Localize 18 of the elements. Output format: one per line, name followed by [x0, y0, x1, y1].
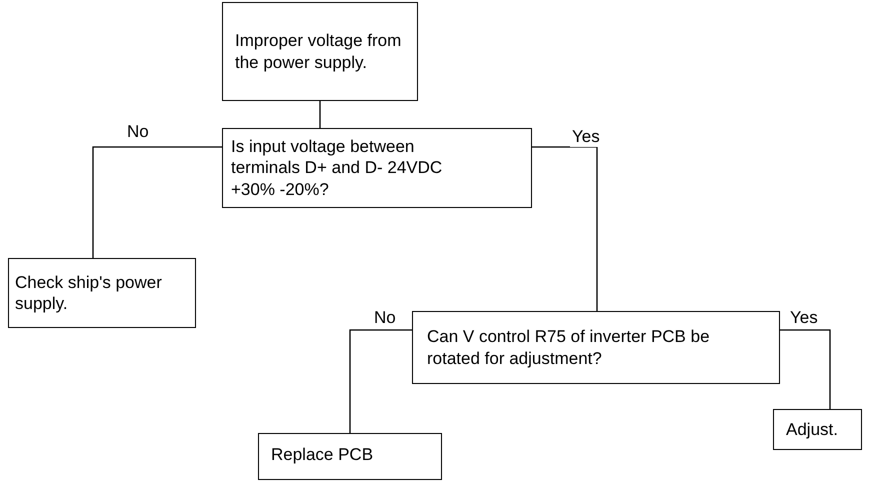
box-text: Replace PCB — [271, 444, 374, 466]
edge-label: Yes — [570, 127, 602, 148]
box-text: Can V control R75 of inverter PCB be rotated for adjustment? — [427, 326, 711, 369]
box-text: Check ship's power supply. — [15, 272, 163, 314]
process-box — [222, 2, 418, 101]
connector-line — [780, 329, 831, 409]
connector-line — [319, 101, 321, 128]
connector-line — [532, 146, 598, 311]
box-text: Adjust. — [786, 418, 838, 440]
process-box — [222, 128, 532, 208]
connector-line — [92, 146, 222, 258]
box-text: Is input voltage between terminals D+ and D- 24VDC +30% -20%? — [231, 136, 444, 200]
process-box — [412, 311, 780, 384]
process-box — [258, 433, 442, 480]
connector-line — [349, 329, 412, 433]
process-box — [8, 258, 196, 328]
box-text: Improper voltage from the power supply. — [235, 30, 402, 73]
process-box — [773, 409, 862, 450]
